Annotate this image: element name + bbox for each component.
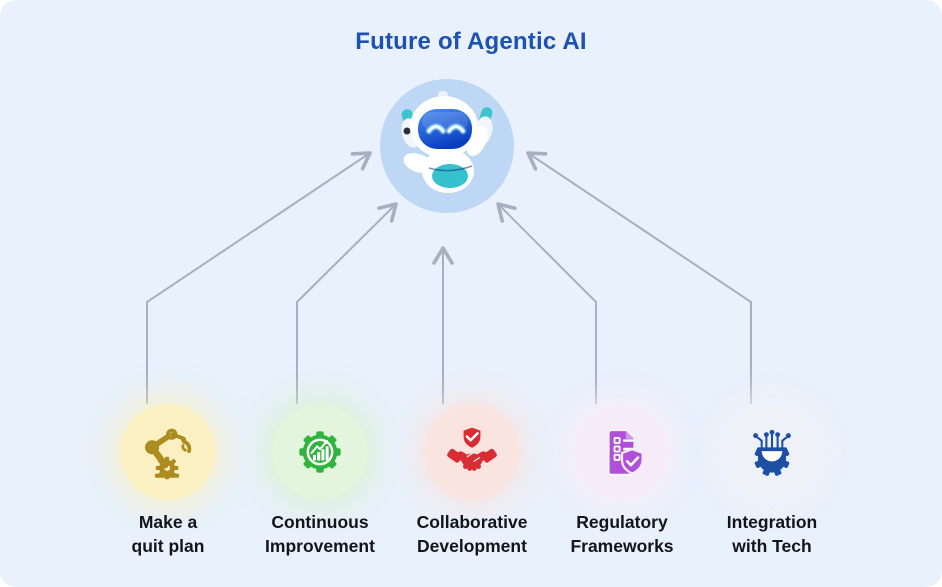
node-label: Continuous Improvement xyxy=(265,512,375,556)
node-label: Make a quit plan xyxy=(131,512,205,556)
node-continuous-improvement: Continuous Improvement xyxy=(235,404,405,558)
node-circle xyxy=(120,404,216,500)
robot-mascot-icon xyxy=(380,79,514,213)
node-circle xyxy=(272,404,368,500)
node-quit-plan: Make a quit plan xyxy=(83,404,253,558)
gear-chart-icon xyxy=(299,431,341,473)
node-collaborative-development: Collaborative Development xyxy=(387,404,557,558)
circuit-gear-icon xyxy=(751,429,793,476)
connector-arrow xyxy=(496,202,597,404)
node-label: Regulatory Frameworks xyxy=(570,512,674,556)
document-shield-icon xyxy=(608,429,644,476)
node-circle xyxy=(424,404,520,500)
center-node-agentic-ai xyxy=(380,79,514,213)
connector-arrow xyxy=(526,151,752,404)
node-label: Integration with Tech xyxy=(726,512,818,556)
node-regulatory-frameworks: Regulatory Frameworks xyxy=(537,404,707,558)
node-circle xyxy=(574,404,670,500)
connector-arrow xyxy=(296,202,398,404)
node-circle xyxy=(724,404,820,500)
diagram-title: Future of Agentic AI xyxy=(355,28,587,55)
connector-arrow xyxy=(146,151,372,404)
node-label: Collaborative Development xyxy=(416,512,528,556)
node-integration-with-tech: Integration with Tech xyxy=(687,404,857,558)
robotic-arm-icon xyxy=(145,428,192,480)
handshake-shield-icon xyxy=(447,427,497,471)
